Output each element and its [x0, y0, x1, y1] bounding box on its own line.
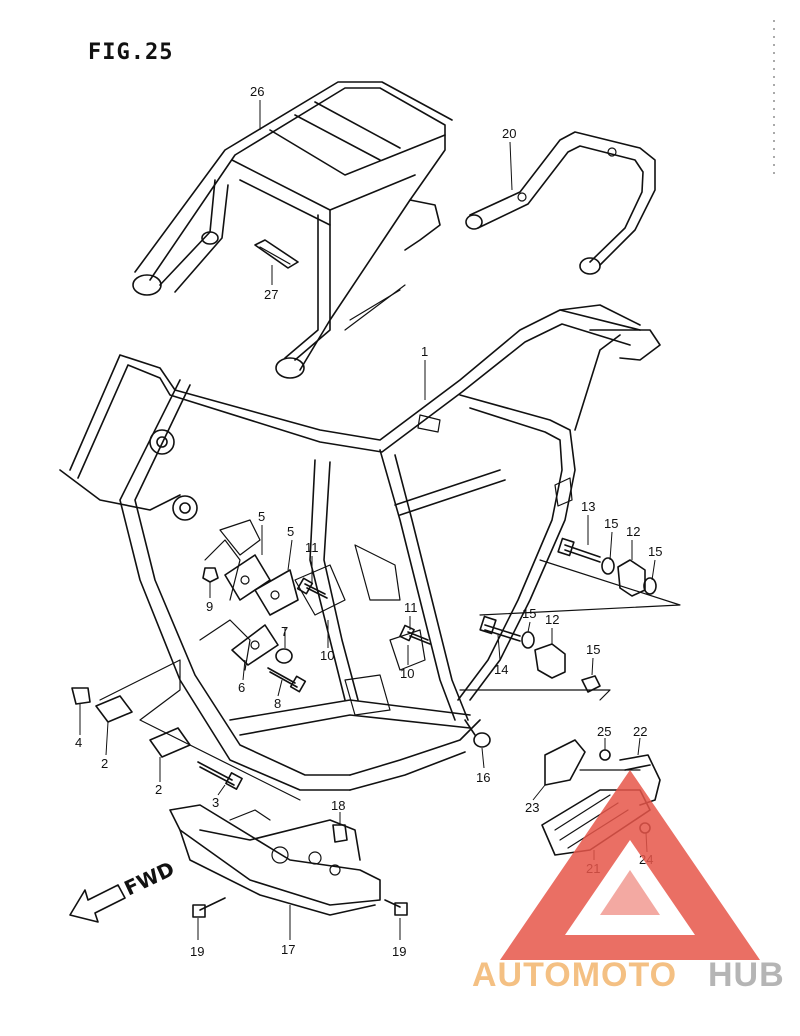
callout-27: 27 [264, 287, 278, 302]
leader-lines [79, 100, 656, 940]
callout-2a: 2 [101, 756, 108, 771]
callout-25: 25 [597, 724, 611, 739]
callout-5b: 5 [287, 524, 294, 539]
callout-11a: 11 [305, 540, 319, 555]
callout-19b: 19 [392, 944, 406, 959]
rear-carrier [132, 81, 453, 379]
callout-12b: 12 [545, 612, 559, 627]
callout-5a: 5 [258, 509, 265, 524]
callout-15b: 15 [648, 544, 662, 559]
callout-19a: 19 [190, 944, 204, 959]
main-frame [59, 304, 661, 791]
callout-8: 8 [274, 696, 281, 711]
callout-26: 26 [250, 84, 264, 99]
figure-title: FIG.25 [88, 40, 174, 65]
callout-16: 16 [476, 770, 490, 785]
callout-12a: 12 [626, 524, 640, 539]
callout-23: 23 [525, 800, 539, 815]
callout-10a: 10 [320, 648, 334, 663]
bolts-left [202, 567, 431, 693]
triangle-logo-icon [500, 770, 760, 960]
watermark-text-hub: HUB [708, 956, 785, 994]
callout-2b: 2 [155, 782, 162, 797]
callout-13: 13 [581, 499, 595, 514]
callout-11b: 11 [404, 600, 418, 615]
callout-numbers: 26 20 27 1 13 15 12 15 15 12 14 15 5 5 1… [75, 84, 662, 959]
callout-17: 17 [281, 942, 295, 957]
engine-mount-brackets [224, 554, 299, 666]
callout-20: 20 [502, 126, 516, 141]
callout-18: 18 [331, 798, 345, 813]
bolts-lower [192, 719, 491, 918]
watermark-logo: AUTOMOTO HUB [472, 770, 785, 994]
callout-15c: 15 [522, 606, 536, 621]
skid-plate [169, 804, 381, 916]
callout-1: 1 [421, 344, 428, 359]
callout-22: 22 [633, 724, 647, 739]
callout-15a: 15 [604, 516, 618, 531]
callout-14: 14 [494, 662, 508, 677]
callout-7: 7 [281, 624, 288, 639]
label-plate [254, 239, 299, 269]
grab-rail [465, 131, 656, 275]
fwd-arrow: FWD [69, 857, 178, 923]
callout-4: 4 [75, 735, 82, 750]
watermark-text-automoto: AUTOMOTO [472, 956, 677, 994]
lower-brackets [71, 659, 301, 801]
callout-9: 9 [206, 599, 213, 614]
callout-15d: 15 [586, 642, 600, 657]
callout-3: 3 [212, 795, 219, 810]
callout-10b: 10 [400, 666, 414, 681]
fwd-label: FWD [120, 857, 178, 901]
callout-6: 6 [238, 680, 245, 695]
engine-mount-hardware [459, 537, 681, 701]
